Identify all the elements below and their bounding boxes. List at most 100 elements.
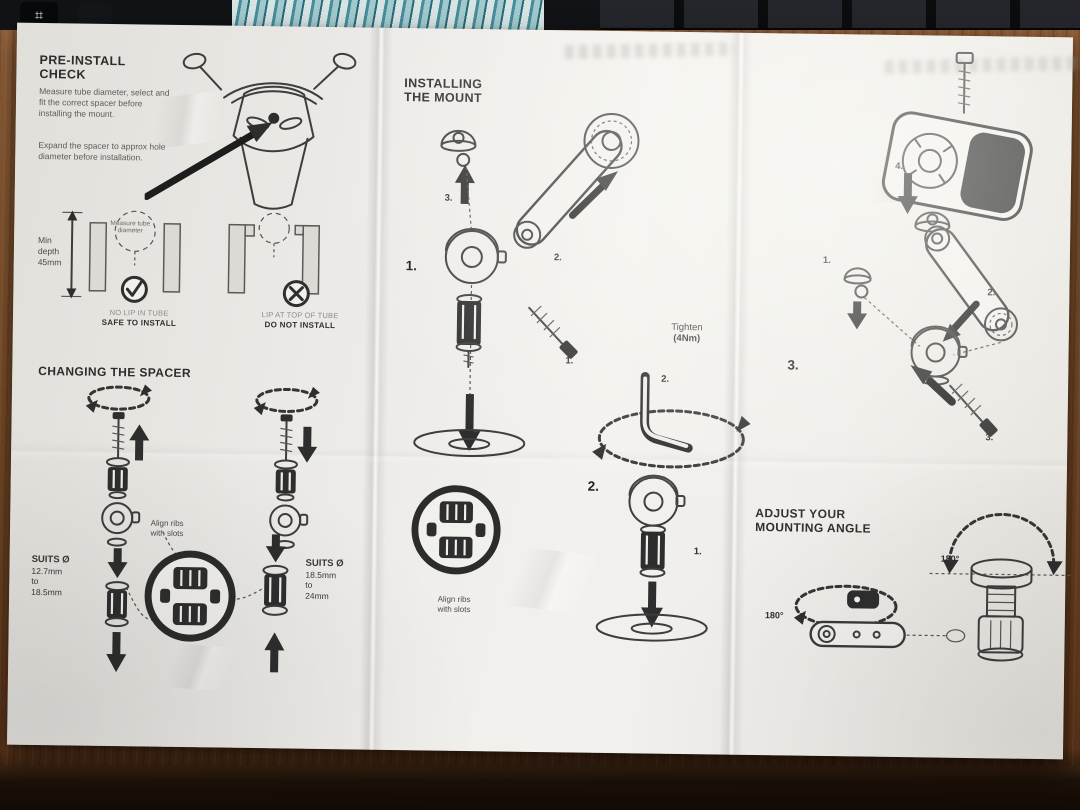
caption-line: NO LIP IN TUBE: [109, 307, 169, 318]
align-ribs-label: Align ribs with slots: [422, 594, 486, 614]
step-number: 1.: [405, 258, 418, 274]
safe-install-caption: NO LIP IN TUBE SAFE TO INSTALL: [83, 308, 195, 330]
mount-top-piece: [847, 590, 880, 609]
floor: [0, 766, 1080, 810]
step-number: 4.: [895, 160, 904, 173]
label-line: 18.5mm: [305, 569, 337, 580]
down-arrow-icon: [106, 632, 127, 673]
screw-piece: [949, 383, 998, 437]
fold-crease: [358, 27, 394, 750]
step-number: 2.: [553, 252, 562, 264]
heading-line: MOUNTING ANGLE: [755, 520, 872, 536]
caption-line: LIP AT TOP OF TUBE: [261, 310, 339, 321]
arm-piece: [513, 112, 640, 249]
label-line: Min: [37, 234, 52, 246]
pointer-arrow-icon: [144, 122, 273, 200]
spacer-large-diagram: [261, 534, 289, 673]
screw-piece: [955, 51, 974, 114]
rotate-arrows-icon: [253, 386, 320, 416]
down-arrow-icon: [640, 581, 663, 628]
stem-hole-dot: [268, 112, 280, 124]
rotate-arrows-icon: [942, 512, 1063, 576]
keyboard-strip: ⌗: [0, 0, 1080, 30]
caption-line: SAFE TO INSTALL: [101, 317, 177, 328]
arm-piece: [809, 620, 906, 649]
check-icon: [120, 275, 148, 303]
down-arrow-icon: [265, 534, 286, 563]
mount-post: [970, 558, 1033, 662]
angle-label: 180°: [940, 553, 960, 564]
screw-piece: [528, 305, 578, 359]
spacer-assembly-diagram: [85, 384, 152, 547]
grid-key-icon: ⌗: [34, 6, 44, 24]
spacer-assembly-diagram: [253, 386, 320, 549]
ball-piece: [843, 267, 872, 299]
pre-install-heading: PRE-INSTALL CHECK: [39, 53, 125, 82]
upright-rotation-diagram: [929, 512, 1074, 662]
step-number: 2.: [987, 287, 996, 299]
label-line: SUITS Ø: [305, 557, 344, 570]
mount-install-diagram: [595, 474, 708, 642]
rib-slot-detail: [144, 550, 236, 642]
mount-exploded-diagram: [413, 112, 640, 458]
arm-arrow-icon: [568, 171, 619, 219]
mirror-icon: [182, 52, 357, 91]
step-number: 1.: [822, 254, 831, 267]
motorcycle-front-diagram: [144, 52, 357, 210]
tighten-label: Tighten (4Nm): [651, 322, 723, 345]
label-line: depth: [37, 245, 60, 257]
changing-spacer-heading: CHANGING THE SPACER: [38, 363, 192, 381]
suits-small-label: SUITS Ø 12.7mm to 18.5mm: [31, 554, 70, 598]
down-arrow-icon: [297, 426, 318, 463]
label-line: 18.5mm: [31, 586, 62, 597]
arm-arrow-icon: [942, 300, 980, 342]
measure-tube-label: Measure tube diameter: [110, 219, 151, 235]
arm-piece: [924, 225, 1018, 342]
flat-rotation-diagram: [793, 584, 966, 649]
label-line: 24mm: [305, 590, 329, 601]
step-number: 1.: [693, 546, 702, 558]
instruction-sheet: PRE-INSTALL CHECK Measure tube diameter,…: [7, 22, 1080, 760]
allen-key-diagram: [592, 371, 751, 469]
tube-no-lip-diagram: [88, 210, 182, 303]
label-line: with slots: [437, 604, 471, 614]
heading-line: CHECK: [39, 66, 86, 82]
min-depth-label: Min depth 45mm: [38, 235, 62, 268]
phone-case: [881, 111, 1033, 221]
up-arrow-icon: [129, 424, 150, 461]
heading-line: INSTALLING: [404, 76, 483, 92]
rotate-arrows-icon: [793, 584, 898, 628]
print-showthrough: [564, 41, 735, 60]
rotate-arrows-icon: [592, 409, 751, 469]
label-line: (4Nm): [673, 332, 701, 345]
allen-key-icon: [640, 371, 693, 453]
mount-base: [444, 228, 507, 285]
step-number: 3.: [444, 192, 453, 204]
label-line: to: [31, 575, 39, 587]
rotate-arrows-icon: [85, 384, 152, 413]
tube-lip-diagram: [227, 212, 321, 308]
heading-line: PRE-INSTALL: [39, 52, 126, 69]
spacer-piece: [455, 294, 483, 368]
case-mount-exploded-diagram: [843, 51, 1033, 437]
down-arrow-icon: [847, 301, 868, 330]
keyboard-keys: [600, 0, 1080, 30]
spacer-small-diagram: [104, 548, 130, 673]
adjust-angle-heading: ADJUST YOUR MOUNTING ANGLE: [755, 506, 871, 536]
label-line: to: [305, 579, 313, 590]
up-arrow-icon: [454, 164, 475, 204]
do-not-install-caption: LIP AT TOP OF TUBE DO NOT INSTALL: [239, 310, 361, 332]
mount-arrow-icon: [910, 365, 956, 406]
step-number: 1.: [565, 355, 574, 367]
desk-artwork: [232, 0, 544, 30]
bar-hole-rings: [413, 428, 526, 458]
down-arrow-icon: [107, 548, 128, 579]
label-line: 12.7mm: [31, 565, 63, 576]
depth-arrow-icon: [61, 210, 83, 299]
rib-slot-detail: [411, 485, 501, 575]
cross-icon: [282, 280, 310, 308]
angle-label: 180°: [764, 610, 784, 621]
down-arrow-icon: [897, 173, 918, 215]
up-arrow-icon: [264, 632, 285, 673]
